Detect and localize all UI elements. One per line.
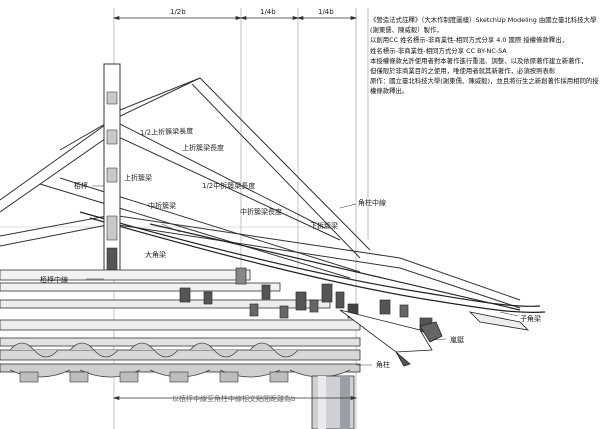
label-half-middle-purlin-length: 1/2中折簇梁長度 xyxy=(202,181,255,190)
credit-line: 但僅限於非商業目的之使用，唯使用者就其新著作，必須按照表彰 xyxy=(370,67,556,76)
credit-line: 以創用CC 姓名標示-非商業性-相同方式分享 4.0 國際 授權條款釋出， xyxy=(370,36,568,45)
label-sub-corner-beam: 子角梁 xyxy=(520,314,541,323)
roof-sweep xyxy=(79,211,546,313)
label-bottom-dimension: 以栢桴中線至角柱中線相交點間距離為b xyxy=(172,394,296,403)
ridge-post xyxy=(103,63,121,275)
label-bird-head: 嵐鋌 xyxy=(450,335,464,344)
corner-cantilever xyxy=(339,309,530,367)
dimension-quarter-b-2: 1/4b xyxy=(318,8,334,16)
label-upper-purlin-length: 上折簇梁長度 xyxy=(182,143,224,152)
credit-line: (謝東儒、陳威毅）製作， xyxy=(370,26,443,35)
bracket-blocks xyxy=(179,267,433,333)
label-upper-purlin: 上折簇梁 xyxy=(124,173,152,182)
label-purlin-center: 栢桴中線 xyxy=(40,275,68,284)
label-corner-post: 角柱 xyxy=(376,360,390,369)
bottom-dimension-line xyxy=(112,396,358,400)
label-ridge-post: 栢桴 xyxy=(74,181,88,190)
dimension-half-b: 1/2b xyxy=(170,8,186,16)
credit-line: 權條款釋出。 xyxy=(370,87,409,96)
roof-rafters xyxy=(0,77,521,309)
label-middle-purlin-length: 中折簇梁長度 xyxy=(240,207,282,216)
label-leaders xyxy=(86,185,519,366)
bracket-caps xyxy=(19,371,289,383)
credit-line: 姓名標示-非商業性-相同方式分享 CC BY-NC-SA xyxy=(370,46,507,55)
label-big-corner-beam: 大角梁 xyxy=(145,250,166,259)
label-middle-purlin: 中折簇梁 xyxy=(148,201,176,210)
top-dimension-lines xyxy=(112,16,358,20)
label-half-upper-purlin-length: 1/2上折簇梁長度 xyxy=(140,126,194,137)
dimension-quarter-b-1: 1/4b xyxy=(260,8,276,16)
credit-line: 原作：國立臺北科技大學(謝東儒、陳威毅)，並且將衍生之新創著作採用相同的授 xyxy=(370,77,599,86)
bracket-sets xyxy=(0,269,361,373)
credit-line: 《營造法式註釋》（大木作制度圖樣）SketchUp Modeling 由國立臺北… xyxy=(370,16,597,24)
label-corner-post-center: 角柱中線 xyxy=(358,198,386,207)
label-lower-purlin: 下折簇梁 xyxy=(310,221,338,230)
corner-column xyxy=(311,375,355,429)
credit-line: 本授權條款允許使用者對本著作進行重混、調整、以及依原著作建立新著作， xyxy=(370,56,588,65)
license-credit: 《營造法式註釋》（大木作制度圖樣）SketchUp Modeling 由國立臺北… xyxy=(370,15,599,97)
